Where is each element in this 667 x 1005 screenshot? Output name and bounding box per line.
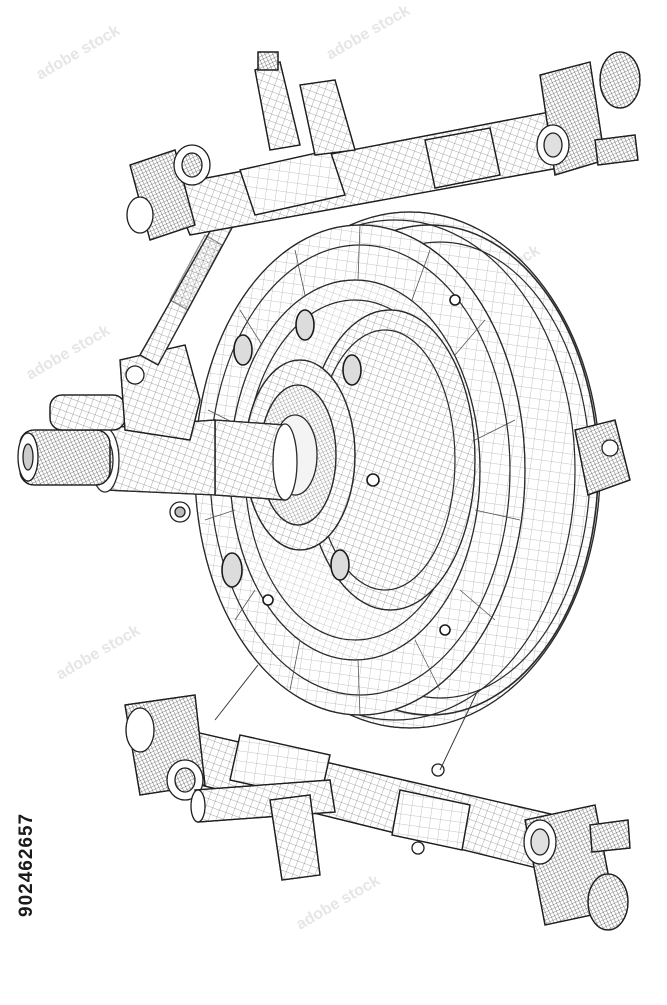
lug-holes — [221, 294, 461, 636]
steering-knuckle — [17, 344, 201, 523]
watermark-mark: adobe stock — [294, 872, 383, 933]
link-lines — [214, 664, 479, 771]
watermark-mark: adobe stock — [24, 322, 113, 383]
watermark-mark: adobe stock — [54, 622, 143, 683]
upper-control-arm — [126, 51, 641, 241]
tie-rod — [139, 204, 241, 366]
caliper-bracket — [574, 419, 631, 496]
lower-control-arm — [124, 694, 631, 931]
axle-shaft — [90, 419, 298, 501]
stock-id-watermark: 902462657 — [16, 812, 37, 918]
watermark-mark: adobe stock — [34, 22, 123, 83]
watermark-mark: adobe stock — [324, 2, 413, 63]
wheel-hub — [244, 359, 356, 551]
